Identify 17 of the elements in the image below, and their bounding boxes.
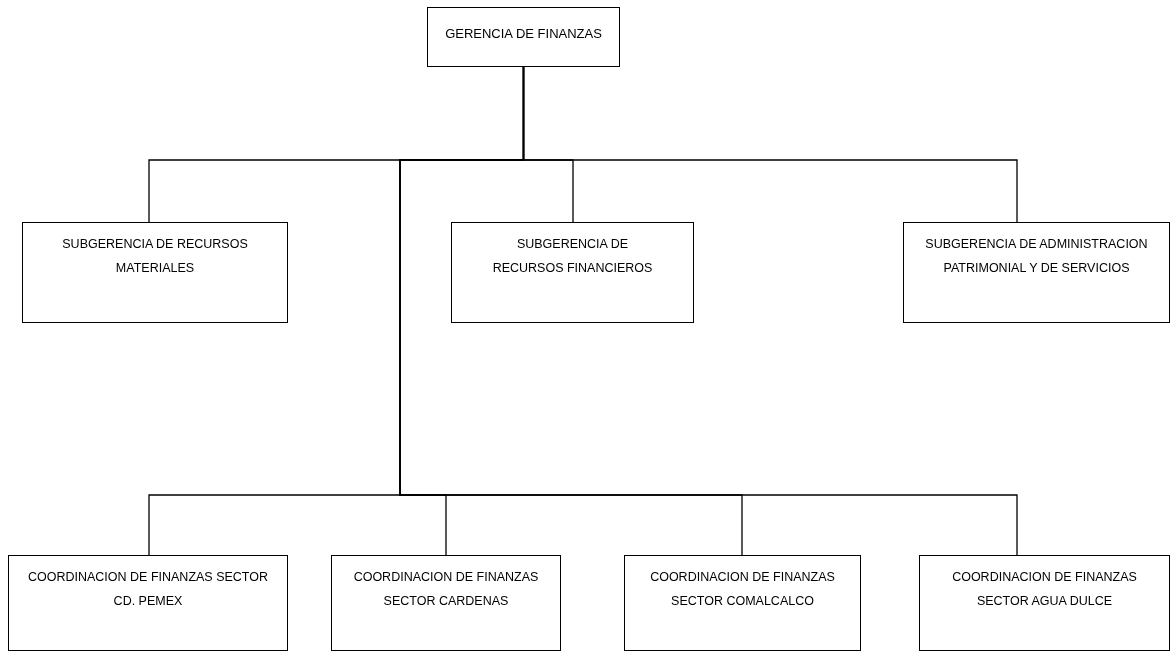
department-box	[8, 555, 288, 651]
unit-name: COORDINACION DE FINANZAS SECTOR COMALCALCO	[650, 569, 835, 610]
department-box	[451, 222, 694, 323]
department-box	[919, 555, 1170, 651]
unit-name: COORDINACION DE FINANZAS SECTOR CD. PEMEX	[26, 569, 270, 610]
department-box	[903, 222, 1170, 323]
unit-name: SUBGERENCIA DE ADMINISTRACION PATRIMONIAL Y DE SERVICIOS	[924, 236, 1149, 277]
unit-name: SUBGERENCIA DE RECURSOS MATERIALES	[61, 236, 249, 277]
unit-name: COORDINACION DE FINANZAS SECTOR CARDENAS	[352, 569, 540, 610]
department-box	[624, 555, 861, 651]
unit-name: GERENCIA DE FINANZAS	[445, 25, 602, 43]
department-box	[22, 222, 288, 323]
department-box	[331, 555, 561, 651]
unit-name: COORDINACION DE FINANZAS SECTOR AGUA DULCE	[951, 569, 1138, 610]
head-office-box	[427, 7, 620, 67]
unit-name: SUBGERENCIA DE RECURSOS FINANCIEROS	[491, 236, 654, 277]
connector-line	[399, 66, 1018, 556]
